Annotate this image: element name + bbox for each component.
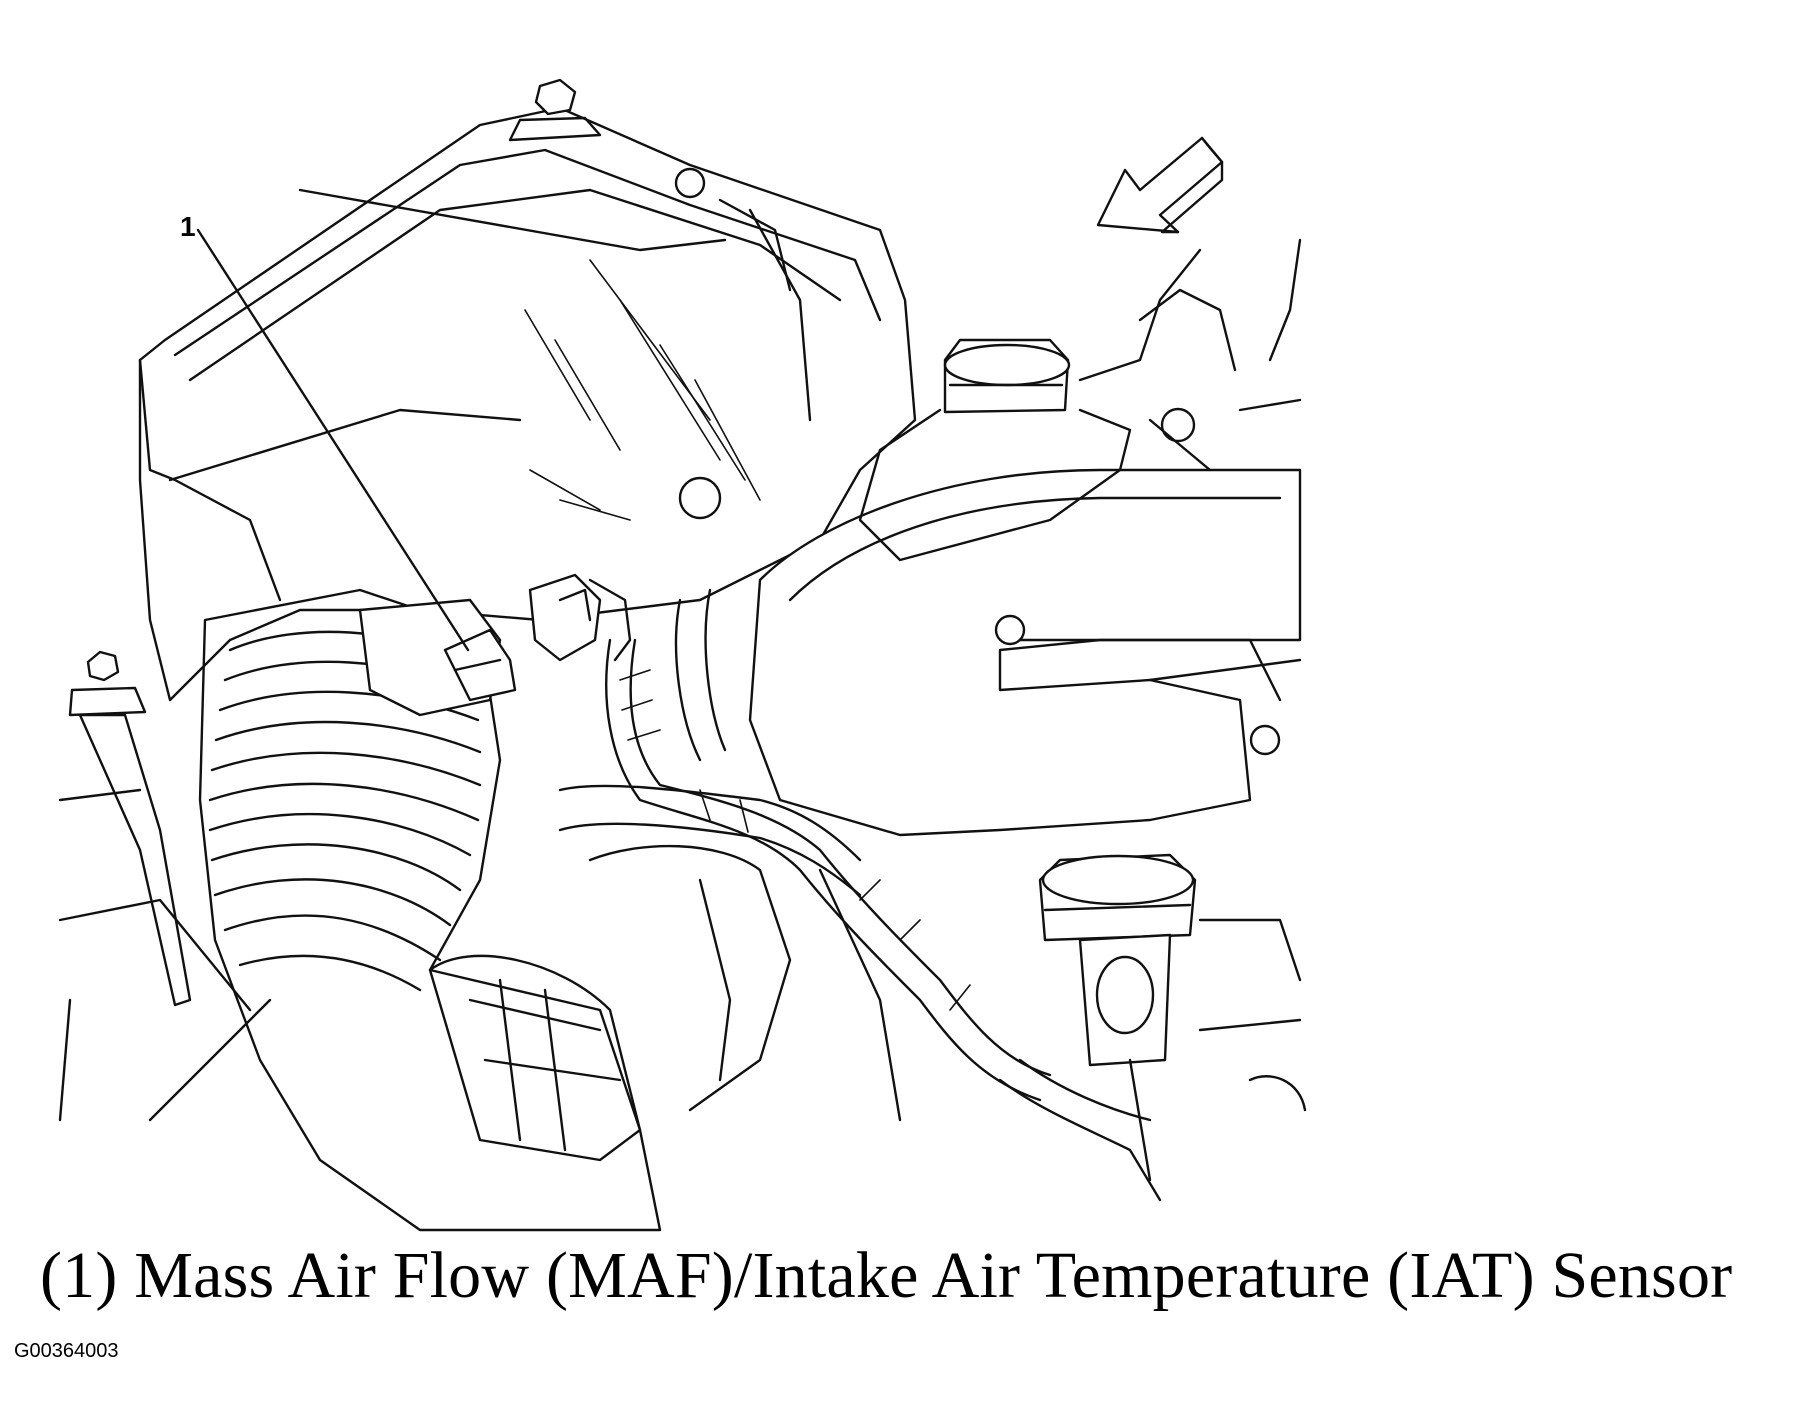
engine-cover [748,468,1302,837]
oil-filler-cap [1038,853,1197,1182]
mounting-bracket [58,650,272,1122]
wiring-harness [558,588,1162,1202]
intake-air-duct [198,588,662,1232]
callout-leader-line [196,228,470,652]
callout-number: 1 [180,211,196,242]
maf-iat-sensor-connector [358,573,632,717]
figure-caption: (1) Mass Air Flow (MAF)/Intake Air Tempe… [40,1239,1733,1312]
callout-1: 1 [180,211,470,652]
air-cleaner-housing [138,78,917,702]
reservoir-cap-upper [858,238,1302,562]
figure-id: G00364003 [14,1340,119,1362]
front-direction-arrow-icon [1096,136,1224,234]
lower-engine-components [588,844,1307,1122]
